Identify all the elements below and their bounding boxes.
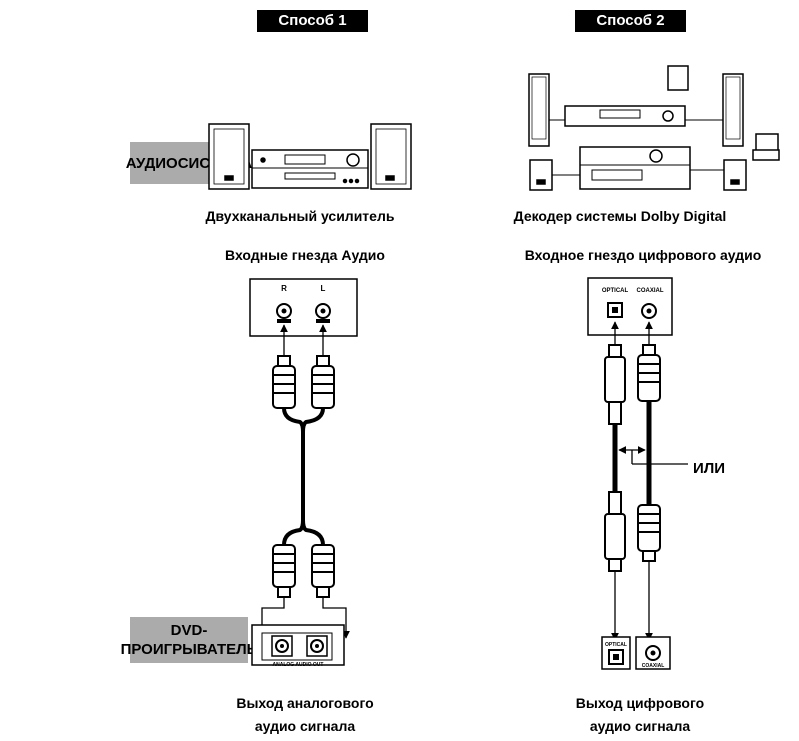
dolby-decoder-illustration (528, 65, 780, 191)
jack-r-label: R (281, 284, 287, 293)
amp-caption: Двухканальный усилитель (205, 208, 395, 224)
stereo-amplifier-illustration (208, 123, 412, 190)
jack-l-label: L (321, 284, 326, 293)
coaxial-out-panel (635, 636, 671, 670)
digital-in-caption: Входное гнездо цифрового аудио (524, 247, 762, 263)
audio-in-caption: Входные гнезда Аудио (225, 247, 385, 263)
jack-l (315, 303, 331, 323)
digital-out-caption-1: Выход цифрового (575, 695, 705, 711)
decoder-caption: Декодер системы Dolby Digital (513, 208, 727, 224)
analog-cable (258, 324, 350, 639)
audio-input-panel (249, 278, 358, 337)
method-1-label: Способ 1 (257, 10, 368, 32)
analog-out-panel (251, 624, 345, 666)
coaxial-in-label: COAXIAL (637, 288, 664, 294)
digital-input-panel (587, 277, 673, 336)
dvd-label-line1: DVD- (170, 622, 208, 639)
dvd-label-line2: ПРОИГРЫВАТЕЛЬ (120, 641, 258, 658)
optical-input-jack (607, 302, 623, 318)
optical-in-label: OPTICAL (602, 288, 629, 294)
analog-out-jack-right (306, 635, 328, 657)
analog-audio-out-label: ANALOG AUDIO OUT (273, 662, 324, 668)
analog-out-caption-1: Выход аналогового (236, 695, 374, 711)
optical-out-label: OPTICAL (605, 642, 627, 648)
jack-r (276, 303, 292, 323)
coaxial-out-label: COAXIAL (642, 663, 665, 669)
digital-cables (604, 321, 661, 641)
dvd-player-label: DVD- ПРОИГРЫВАТЕЛЬ (121, 617, 257, 663)
or-indicator (618, 446, 688, 465)
or-label: ИЛИ (693, 460, 726, 477)
analog-out-caption-2: аудио сигнала (254, 718, 356, 734)
coaxial-input-jack (641, 303, 657, 319)
analog-out-jack-left (271, 635, 293, 657)
optical-out-panel (601, 636, 631, 670)
digital-out-caption-2: аудио сигнала (589, 718, 691, 734)
method-2-label: Способ 2 (575, 10, 686, 32)
